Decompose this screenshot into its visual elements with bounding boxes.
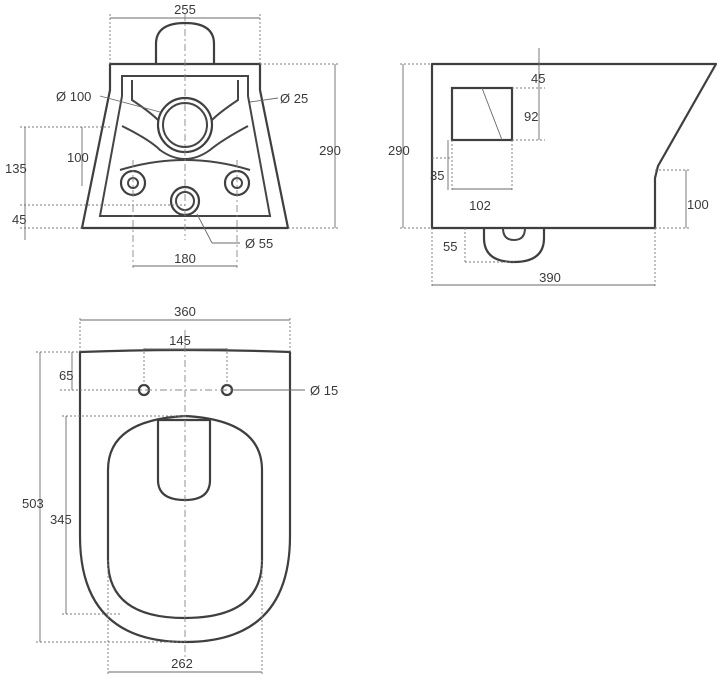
- dim-top-length-total: 503: [22, 496, 44, 511]
- dim-side-top-offset: 45: [531, 71, 545, 86]
- dim-top-bowl-length: 345: [50, 512, 72, 527]
- side-outlet: [482, 226, 546, 264]
- dim-front-inlet-diameter: Ø 55: [245, 236, 273, 251]
- front-top-dome: [154, 21, 216, 66]
- side-inlet-box: [450, 86, 514, 142]
- dim-side-depth: 390: [539, 270, 561, 285]
- dim-side-inlet-width: 102: [469, 198, 491, 213]
- dim-top-hole-offset: 65: [59, 368, 73, 383]
- front-rib-right: [211, 80, 239, 121]
- dim-side-inlet-height: 92: [524, 109, 538, 124]
- dim-front-height-45: 45: [12, 212, 26, 227]
- top-view: 360 145 65 Ø 15 503 345 262: [22, 304, 338, 675]
- dim-front-bolt-spacing: 180: [174, 251, 196, 266]
- dim-side-inlet-bottom: 35: [430, 168, 444, 183]
- dim-front-pipe-diameter: Ø 100: [56, 89, 91, 104]
- dim-side-outlet-offset: 55: [443, 239, 457, 254]
- front-view: 255 Ø 100 Ø 25 290 135 100 45 Ø 55 180: [5, 2, 341, 268]
- dim-front-width-top: 255: [174, 2, 196, 17]
- dim-front-height-100: 100: [67, 150, 89, 165]
- dim-front-height-total: 290: [319, 143, 341, 158]
- top-rim-insert: [156, 418, 212, 502]
- front-pipe-inner: [162, 102, 208, 148]
- dim-side-height-total: 290: [388, 143, 410, 158]
- dim-top-width-total: 360: [174, 304, 196, 319]
- side-view: 290 45 92 35 102 100 55 390: [388, 48, 718, 288]
- dim-side-outlet-height: 100: [687, 197, 709, 212]
- front-inner-contour: [98, 75, 272, 217]
- front-rib-left: [131, 80, 159, 121]
- dim-front-hole-diameter: Ø 25: [280, 91, 308, 106]
- dim-top-hole-diameter: Ø 15: [310, 383, 338, 398]
- dim-top-bowl-width: 262: [171, 656, 193, 671]
- dim-top-hole-spacing: 145: [169, 333, 191, 348]
- side-outlet-inner: [502, 227, 526, 242]
- dim-front-height-135: 135: [5, 161, 27, 176]
